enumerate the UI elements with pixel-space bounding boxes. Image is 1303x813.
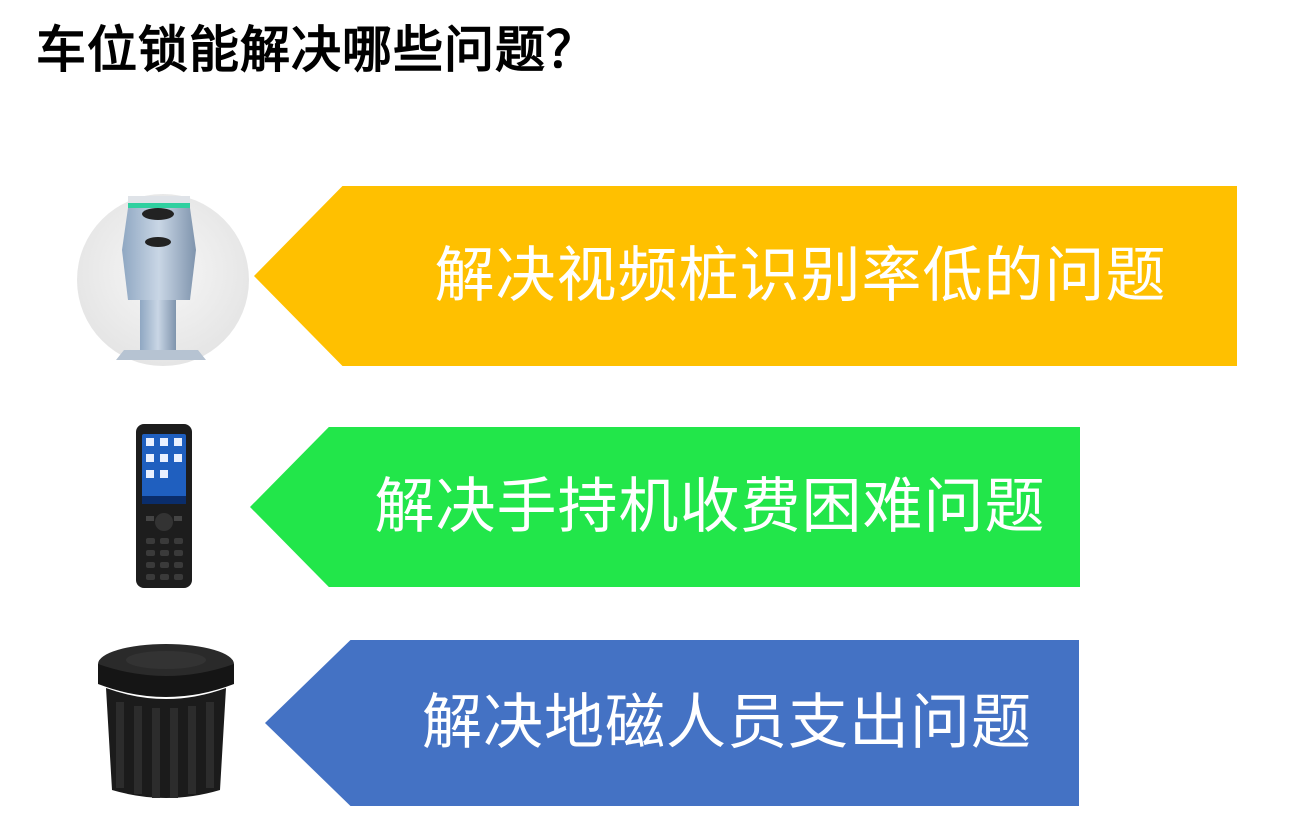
solution-label-handheld: 解决手持机收费困难问题 [374,472,1046,542]
solution-banner-geomagnetic: 解决地磁人员支出问题 [265,640,1079,806]
solution-label-geomagnetic: 解决地磁人员支出问题 [422,688,1032,758]
solution-banner-video-pile: 解决视频桩识别率低的问题 [254,186,1237,366]
solution-label-video-pile: 解决视频桩识别率低的问题 [434,241,1167,311]
video-pile-camera-icon [76,190,250,368]
solution-banner-handheld: 解决手持机收费困难问题 [250,427,1080,587]
geomagnetic-sensor-icon [92,640,240,802]
page-title: 车位锁能解决哪些问题？ [36,20,597,79]
handheld-terminal-icon [134,422,194,590]
